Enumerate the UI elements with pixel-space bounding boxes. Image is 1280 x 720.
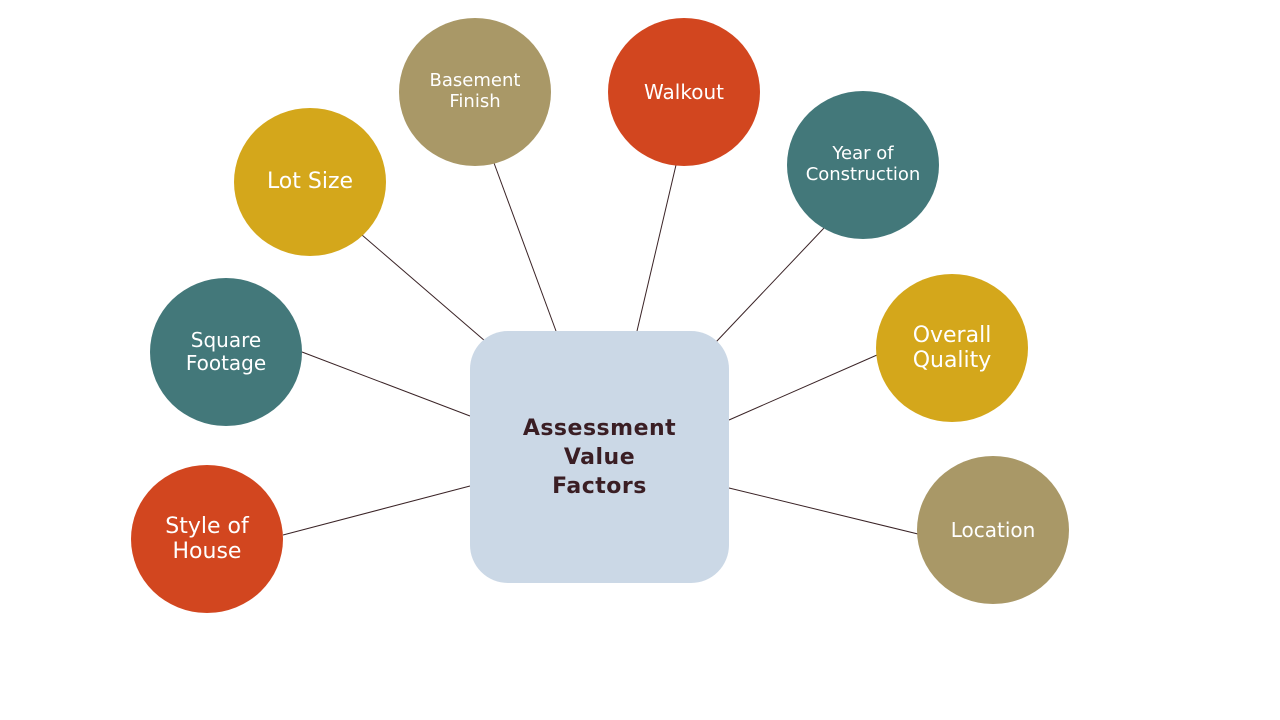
node-label-year-of-construction: Year of Construction xyxy=(805,143,921,185)
center-box-assessment-value-factors: Assessment Value Factors xyxy=(470,331,729,583)
connector-lot-size xyxy=(361,234,486,342)
connector-overall-quality xyxy=(728,354,878,421)
node-style-of-house: Style of House xyxy=(131,465,283,613)
connector-location xyxy=(728,487,919,535)
connector-basement-finish xyxy=(493,162,557,332)
node-label-basement-finish: Basement Finish xyxy=(429,70,521,112)
node-label-overall-quality: Overall Quality xyxy=(912,322,992,373)
node-basement-finish: Basement Finish xyxy=(399,18,551,166)
node-label-square-footage: Square Footage xyxy=(185,328,267,375)
node-walkout: Walkout xyxy=(608,18,760,166)
node-label-walkout: Walkout xyxy=(644,79,724,104)
node-square-footage: Square Footage xyxy=(150,278,302,426)
node-label-location: Location xyxy=(950,517,1036,542)
node-label-style-of-house: Style of House xyxy=(165,513,249,564)
center-label: Assessment Value Factors xyxy=(522,415,677,499)
connector-square-footage xyxy=(301,351,471,417)
node-label-lot-size: Lot Size xyxy=(266,169,354,195)
node-location: Location xyxy=(917,456,1069,604)
node-year-of-construction: Year of Construction xyxy=(787,91,939,239)
connector-walkout xyxy=(636,164,677,332)
connector-year-of-construction xyxy=(715,227,825,343)
node-overall-quality: Overall Quality xyxy=(876,274,1028,422)
connector-style-of-house xyxy=(282,485,471,536)
node-lot-size: Lot Size xyxy=(234,108,386,256)
